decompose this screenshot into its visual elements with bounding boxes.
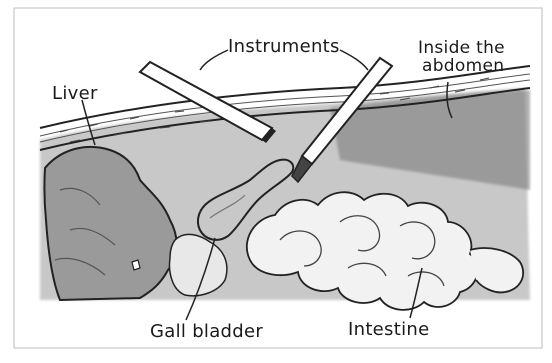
gall-bladder-label: Gall bladder: [150, 323, 263, 342]
abdomen-label-line2: abdomen: [422, 58, 505, 76]
instruments-label: Instruments: [228, 38, 340, 57]
liver-label: Liver: [52, 85, 98, 104]
liver-detail: [132, 260, 140, 270]
abdomen-label: Inside the abdomen: [418, 40, 505, 76]
intestine-label: Intestine: [348, 321, 429, 340]
